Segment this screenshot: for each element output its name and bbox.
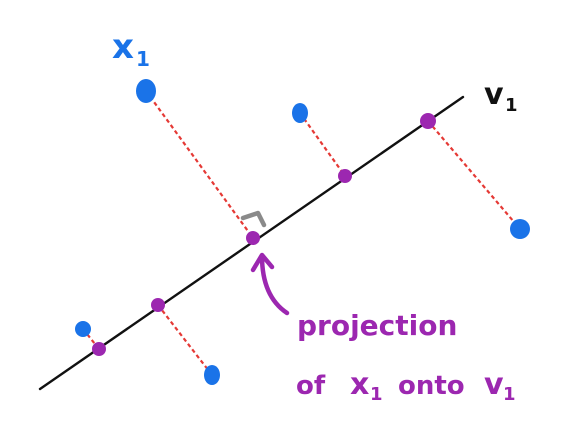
projection-line	[427, 120, 521, 230]
caption-x-subscript: 1	[370, 384, 383, 405]
projected-point	[338, 169, 352, 183]
projected-point-x1	[246, 231, 260, 245]
projected-point	[92, 342, 106, 356]
data-point	[510, 219, 530, 239]
projected-point	[151, 298, 165, 312]
projected-points	[92, 113, 436, 356]
caption-of: of	[296, 371, 326, 401]
caption-v: v	[484, 367, 504, 402]
projection-line-x1	[145, 90, 254, 239]
projection-line	[157, 304, 213, 376]
right-angle-marker	[240, 210, 267, 228]
caption-onto: onto	[398, 371, 465, 401]
projected-point	[420, 113, 436, 129]
label-x1: x	[112, 27, 134, 67]
data-point	[204, 365, 220, 385]
caption-x: x	[350, 367, 369, 402]
caption-projection: projection	[297, 309, 457, 342]
caption-arrow	[250, 252, 290, 316]
caption-v-subscript: 1	[503, 384, 516, 405]
label-v1-subscript: 1	[505, 95, 518, 116]
data-point	[75, 321, 91, 337]
label-x1-subscript: 1	[136, 47, 150, 71]
projection-line	[299, 112, 346, 177]
data-point	[292, 103, 308, 123]
data-point-x1	[136, 79, 156, 103]
data-points	[75, 79, 530, 385]
label-v1: v	[484, 77, 504, 112]
